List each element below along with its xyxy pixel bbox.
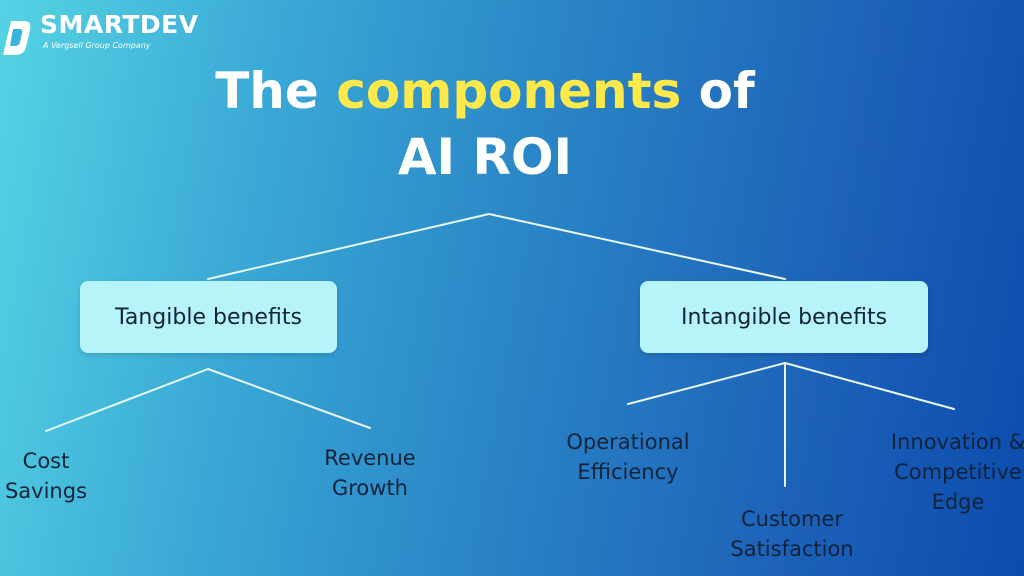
brand-tagline: A Vergsell Group Company [43, 41, 151, 50]
title-line-1: The components of [160, 58, 810, 124]
brand-logo: SMARTDEV A Vergsell Group Company [2, 10, 212, 60]
title-highlight: components [336, 62, 682, 120]
brand-name: SMARTDEV [40, 10, 199, 39]
leaf-line: Cost [22, 449, 70, 473]
leaf-cost-savings: Cost Savings [0, 446, 96, 506]
title-word-the: The [215, 62, 319, 120]
leaf-line: Innovation & [890, 430, 1024, 454]
leaf-operational-efficiency: Operational Efficiency [548, 427, 708, 487]
page-title: The components of AI ROI [160, 58, 810, 190]
leaf-line: Efficiency [577, 460, 679, 484]
leaf-innovation-competitive-edge: Innovation & Competitive Edge [878, 427, 1024, 517]
connector-root-to-tangible [207, 213, 490, 280]
connector-tangible-to-cost [45, 368, 209, 432]
category-intangible-benefits: Intangible benefits [640, 281, 928, 353]
connector-intangible-to-innovation [784, 362, 955, 410]
leaf-line: Savings [4, 479, 88, 503]
leaf-line: Growth [331, 476, 408, 500]
connector-root-to-intangible [488, 213, 786, 280]
leaf-revenue-growth: Revenue Growth [300, 443, 440, 503]
leaf-line: Revenue [324, 446, 416, 470]
leaf-line: Customer [740, 507, 843, 531]
slanted-d-logo-icon [3, 21, 31, 55]
connector-tangible-to-revenue [207, 368, 371, 429]
title-line-2: AI ROI [397, 128, 573, 186]
category-tangible-benefits: Tangible benefits [80, 281, 337, 353]
leaf-line: Edge [931, 490, 985, 514]
leaf-line: Operational [566, 430, 690, 454]
leaf-customer-satisfaction: Customer Satisfaction [712, 504, 872, 564]
leaf-line: Satisfaction [730, 537, 854, 561]
connector-intangible-to-operational [627, 362, 786, 405]
leaf-line: Competitive [894, 460, 1022, 484]
title-word-of: of [698, 62, 755, 120]
